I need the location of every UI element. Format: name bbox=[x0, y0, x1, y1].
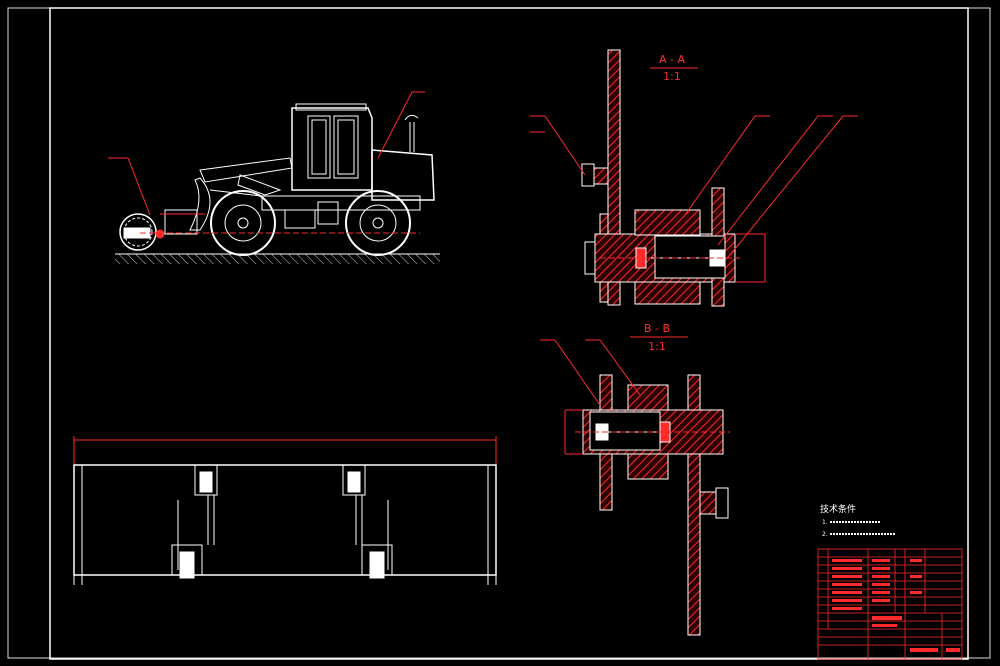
section-aa-title: A - A 1:1 bbox=[650, 53, 698, 83]
drawing-frame bbox=[49, 7, 969, 660]
section-bb-scale: 1:1 bbox=[648, 340, 666, 353]
loader-annotations bbox=[108, 91, 425, 239]
tech-requirement-2: 2. bbox=[822, 531, 828, 538]
tech-requirements-title: 技术条件 bbox=[820, 503, 856, 515]
section-aa-annotations bbox=[530, 115, 858, 283]
section-aa-label: A - A bbox=[659, 53, 685, 66]
tech-requirements: 技术条件 1. 2. bbox=[820, 503, 895, 538]
tech-requirement-1: 1. bbox=[822, 519, 828, 526]
plan-view bbox=[73, 436, 497, 585]
section-bb-label: B - B bbox=[644, 322, 670, 335]
section-aa-scale: 1:1 bbox=[663, 70, 681, 83]
title-block-text-bars bbox=[832, 559, 960, 652]
loader-side-view bbox=[115, 103, 440, 264]
section-aa-view bbox=[581, 49, 736, 307]
section-bb-title: B - B 1:1 bbox=[630, 322, 688, 353]
section-bb-view bbox=[582, 374, 729, 636]
section-bb-annotations bbox=[540, 339, 730, 455]
title-block bbox=[817, 548, 963, 660]
